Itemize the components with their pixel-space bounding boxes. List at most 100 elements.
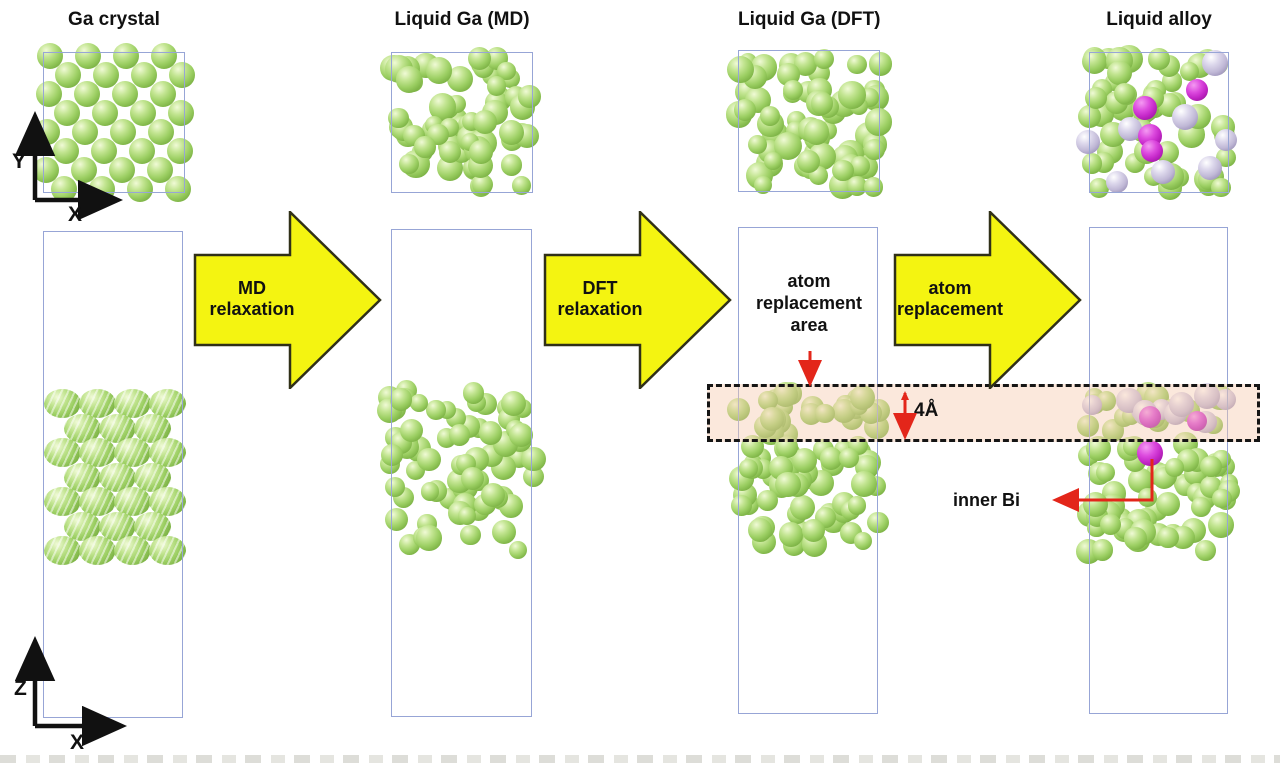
liquid-md-xz-atom (448, 424, 470, 446)
alloy-band-bi-inner-atom (1187, 411, 1207, 431)
liquid-md-xy-atom (518, 85, 541, 108)
crystal-xz-atom (78, 388, 116, 418)
box-xy-liquid-dft (738, 50, 880, 192)
liquid-md-xy-atom (472, 109, 498, 135)
crystal-xy-atom (166, 138, 193, 164)
liquid-md-xy-atom (395, 66, 422, 93)
box-xz-liquid-md (391, 229, 532, 717)
crystal-xy-atom (93, 62, 120, 88)
alloy-xy-ga-atom (1113, 83, 1135, 105)
liquid-md-xz-atom (462, 382, 485, 404)
liquid-md-xz-atom (478, 421, 503, 445)
liquid-md-xz-atom (521, 446, 546, 471)
liquid-md-xz-atom (426, 400, 446, 420)
liquid-dft-xz-atom (775, 471, 801, 498)
crystal-xz-atom (148, 486, 186, 516)
alloy-xy-ga-atom (1081, 49, 1107, 75)
crystal-xz-atom (113, 388, 151, 418)
liquid-dft-xy-atom (759, 105, 780, 126)
liquid-md-xz-atom (389, 388, 413, 411)
alloy-band-bi-surface-atom (1193, 383, 1220, 409)
arrow-shape (543, 211, 732, 389)
liquid-md-xy-atom (486, 76, 506, 96)
alloy-xz-ga-atom (1200, 455, 1222, 478)
liquid-md-xz-atom (415, 525, 442, 551)
alloy-xz-ga-atom (1191, 497, 1212, 517)
liquid-dft-xy-atom (832, 159, 854, 182)
alloy-xz-ga-atom (1091, 538, 1114, 561)
liquid-md-xy-atom (414, 136, 436, 158)
liquid-md-xz-atom (399, 419, 424, 443)
liquid-dft-xy-atom (794, 52, 818, 76)
crystal-xy-atom (127, 176, 154, 202)
liquid-dft-xy-atom (838, 81, 866, 110)
replacement-band (707, 384, 1260, 442)
alloy-xy-bi-inner-atom (1133, 96, 1157, 120)
crystal-xy-atom (167, 100, 194, 126)
liquid-md-xz-atom (508, 540, 528, 560)
liquid-dft-xz-atom (757, 489, 778, 511)
alloy-xz-ga-atom (1195, 539, 1217, 561)
md-relaxation-arrow (193, 211, 382, 389)
liquid-dft-xz-atom (851, 471, 877, 498)
crystal-xz-atom (43, 486, 81, 516)
alloy-xy-ga-atom (1084, 86, 1108, 110)
axis-top-x-label: X (68, 203, 83, 226)
atom-replacement-arrow (893, 211, 1082, 389)
alloy-band-bi-inner-atom (1139, 406, 1161, 428)
alloy-xz-ga-atom (1156, 492, 1180, 517)
alloy-xy-ga-atom (1081, 153, 1102, 174)
liquid-md-xz-atom (409, 393, 429, 413)
liquid-dft-xy-atom (813, 49, 834, 69)
liquid-dft-xz-atom (731, 495, 753, 517)
alloy-xy-ga-atom (1107, 61, 1132, 86)
box-xy-liquid-md (391, 52, 533, 193)
title-liquid-ga-dft: Liquid Ga (DFT) (738, 9, 881, 30)
box-xy-ga-crystal (43, 52, 185, 193)
crystal-xy-atom (51, 176, 78, 202)
band-thickness-label: 4Å (914, 400, 939, 421)
box-xy-liquid-alloy (1089, 52, 1229, 193)
crystal-xz-atom (148, 388, 186, 418)
liquid-dft-xy-atom (796, 150, 820, 174)
liquid-md-xy-atom (469, 139, 494, 164)
liquid-dft-xz-atom (801, 518, 825, 542)
box-xz-liquid-dft (738, 227, 878, 714)
liquid-dft-band-atom (815, 403, 835, 424)
liquid-md-xz-atom (458, 506, 477, 525)
crystal-xz-atom (113, 535, 151, 565)
alloy-xy-ga-atom (1148, 48, 1170, 70)
liquid-dft-xz-atom (739, 459, 758, 478)
liquid-dft-xz-atom (789, 495, 815, 521)
crystal-xy-atom (165, 176, 192, 202)
liquid-dft-xy-atom (868, 51, 893, 76)
liquid-dft-xy-atom (754, 176, 773, 195)
liquid-md-xz-atom (480, 483, 505, 508)
liquid-dft-xy-atom (734, 99, 757, 122)
liquid-md-xy-atom (399, 154, 420, 175)
alloy-xy-bi-surface-atom (1151, 160, 1175, 184)
liquid-md-xz-atom (460, 524, 481, 546)
liquid-md-xz-atom (416, 447, 441, 472)
replacement-area-label: atom replacement area (755, 271, 863, 335)
title-ga-crystal: Ga crystal (68, 9, 160, 30)
liquid-md-xz-atom (491, 520, 516, 545)
box-xz-liquid-alloy (1089, 227, 1228, 714)
alloy-xz-ga-atom (1099, 513, 1121, 535)
crystal-xz-atom (148, 535, 186, 565)
liquid-md-xy-atom (512, 176, 531, 195)
alloy-xy-bi-surface-atom (1202, 50, 1228, 76)
title-liquid-alloy: Liquid alloy (1106, 9, 1212, 30)
alloy-xy-bi-surface-atom (1172, 104, 1198, 130)
crystal-xz-atom (78, 486, 116, 516)
liquid-md-xy-atom (438, 141, 461, 164)
liquid-dft-xy-atom (849, 155, 870, 176)
dft-relaxation-label: DFT relaxation (557, 278, 643, 319)
crystal-xy-atom (72, 119, 99, 145)
liquid-dft-band-atom (758, 390, 778, 411)
alloy-xy-ga-atom (1216, 147, 1236, 167)
liquid-dft-xy-atom (764, 152, 783, 171)
liquid-md-xy-atom (388, 107, 410, 129)
liquid-dft-xz-atom (778, 522, 804, 548)
